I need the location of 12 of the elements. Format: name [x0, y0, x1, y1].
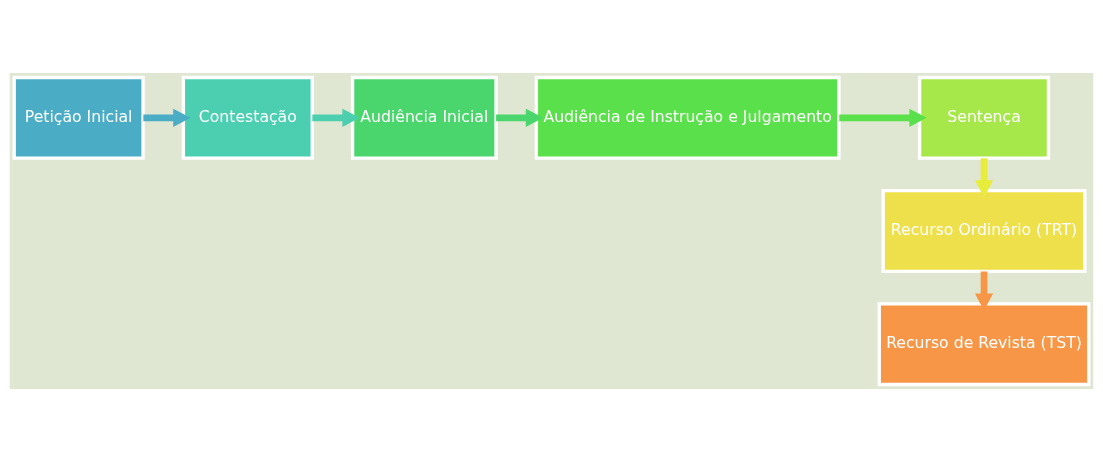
- node-box: Audiência Inicial: [350, 75, 498, 160]
- node-box: Audiência de Instrução e Julgamento: [534, 75, 841, 160]
- node-box: Recurso Ordinário (TRT): [881, 189, 1087, 273]
- node-box: Contestação: [181, 75, 314, 160]
- arrow: [143, 108, 191, 127]
- arrow: [312, 108, 360, 127]
- arrow: [839, 108, 927, 127]
- node-box: Recurso de Revista (TST): [877, 302, 1091, 387]
- node-box: Petição Inicial: [12, 75, 145, 160]
- arrow: [974, 158, 994, 198]
- node-box: Sentença: [917, 75, 1051, 160]
- arrow: [496, 108, 544, 127]
